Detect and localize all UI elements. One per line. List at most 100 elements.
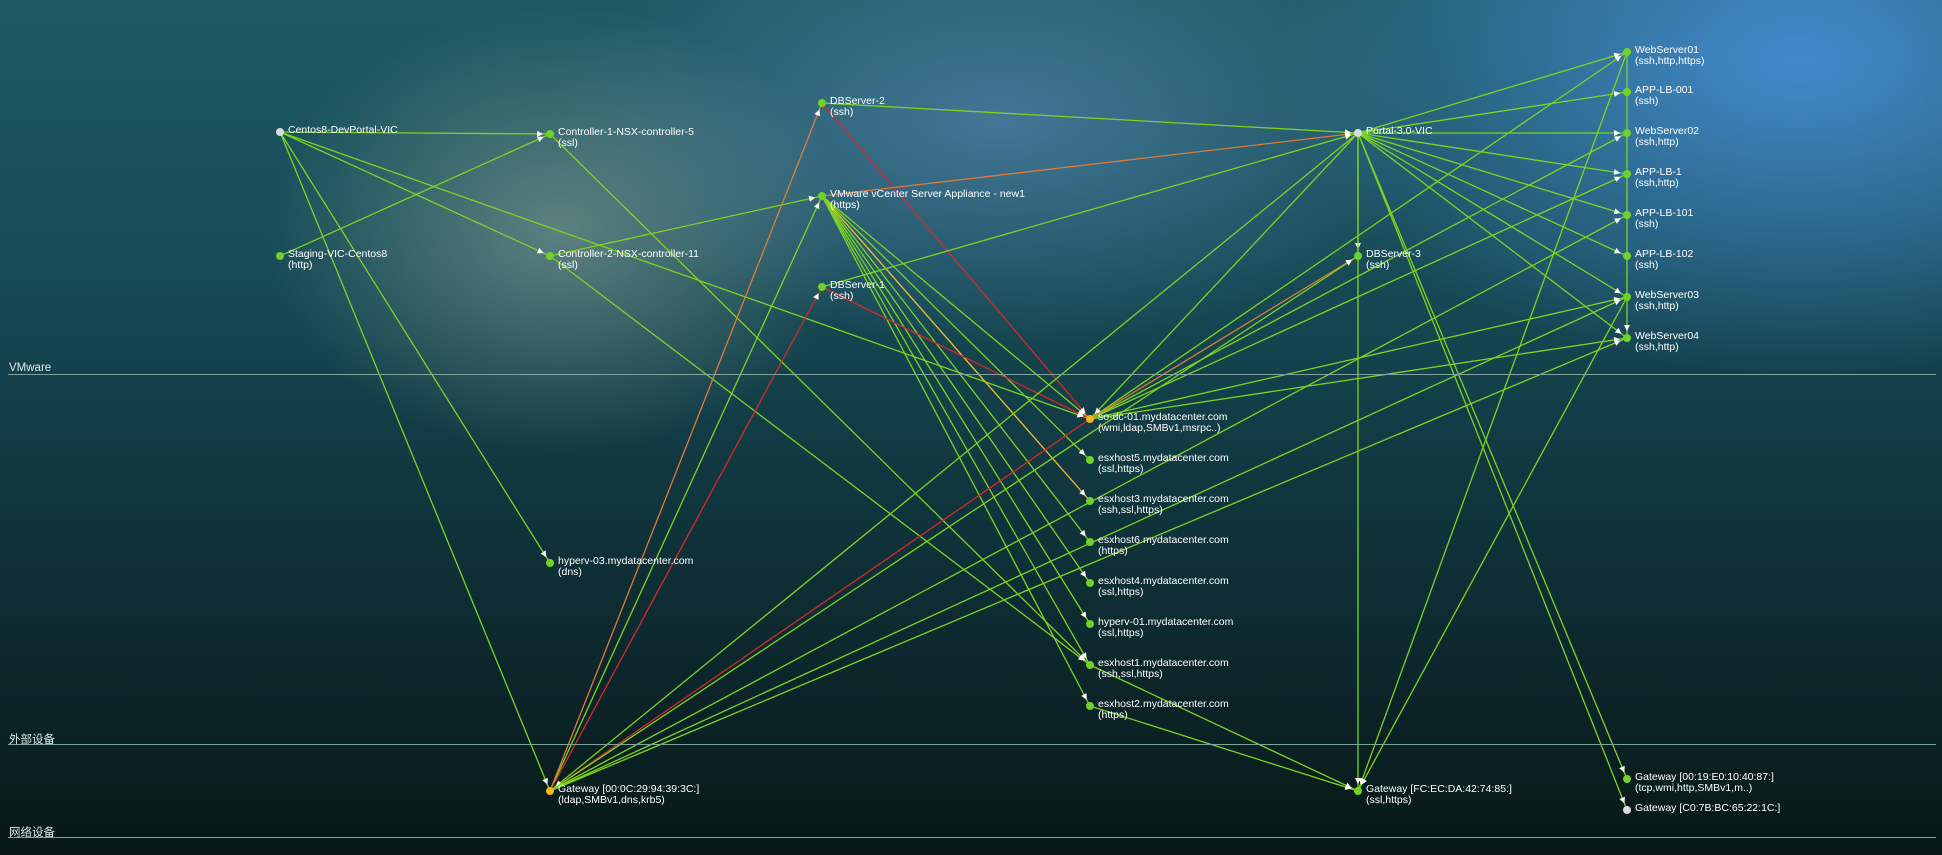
edge-centos8-hyperv03[interactable] [279,131,551,564]
edge-sodc01-applb1[interactable] [1089,173,1628,420]
edge-gw1-web04[interactable] [549,337,1628,792]
node-status-dot[interactable] [1623,48,1631,56]
edge-gw1-vcenter[interactable] [549,195,823,792]
edge-vcenter-portal[interactable] [821,132,1359,197]
node-status-dot[interactable] [1623,775,1631,783]
edge-centos8-ctrl2[interactable] [279,131,551,257]
edge-sodc01-gw1[interactable] [549,418,1091,792]
node-status-dot[interactable] [546,252,554,260]
node-status-dot[interactable] [1623,293,1631,301]
edge-dbserver2-portal[interactable] [821,102,1359,134]
node-status-dot[interactable] [1086,620,1094,628]
node-web04[interactable]: WebServer04(ssh,http) [1623,330,1699,353]
node-esx2[interactable]: esxhost2.mydatacenter.com(https) [1086,698,1229,721]
node-status-dot[interactable] [546,130,554,138]
edge-portal-gw4[interactable] [1357,132,1628,811]
edge-portal-sodc01[interactable] [1089,132,1359,420]
node-status-dot[interactable] [1623,88,1631,96]
edge-centos8-gw1[interactable] [279,131,551,792]
node-status-dot[interactable] [546,559,554,567]
node-esx1[interactable]: esxhost1.mydatacenter.com(ssh,ssl,https) [1086,657,1229,680]
node-applb1[interactable]: APP-LB-1(ssh,http) [1623,166,1682,189]
edge-gw1-dbserver3[interactable] [549,255,1359,792]
node-status-dot[interactable] [1086,456,1094,464]
node-status-dot[interactable] [1354,129,1362,137]
node-gw3[interactable]: Gateway [00:19:E0:10:40:87:](tcp,wmi,htt… [1623,771,1774,794]
node-status-dot[interactable] [1086,579,1094,587]
node-status-dot[interactable] [1623,211,1631,219]
node-status-dot[interactable] [546,787,554,795]
node-esx4[interactable]: esxhost4.mydatacenter.com(ssl,https) [1086,575,1229,598]
node-status-dot[interactable] [1623,806,1631,814]
edge-ctrl2-esx1[interactable] [549,255,1091,666]
node-status-dot[interactable] [1354,787,1362,795]
edge-centos8-ctrl1[interactable] [279,131,551,135]
edge-dbserver1-portal[interactable] [821,132,1359,288]
edge-web01-gw2[interactable] [1357,51,1628,792]
edge-portal-web03[interactable] [1357,132,1628,298]
node-ctrl1[interactable]: Controller-1-NSX-controller-5(ssl) [546,126,694,149]
edge-sodc01-web04[interactable] [1089,337,1628,420]
edge-vcenter-sodc01[interactable] [821,195,1091,420]
node-status-dot[interactable] [276,128,284,136]
node-dbserver2[interactable]: DBServer-2(ssh) [818,95,885,118]
node-web03[interactable]: WebServer03(ssh,http) [1623,289,1699,312]
edge-portal-gw1[interactable] [549,132,1359,792]
node-sodc01[interactable]: so-dc-01.mydatacenter.com(wmi,ldap,SMBv1… [1086,411,1228,434]
edge-sodc01-dbserver3[interactable] [1089,255,1359,420]
node-gw1[interactable]: Gateway [00:0C:29:94:39:3C:](ldap,SMBv1,… [546,783,699,806]
node-portal[interactable]: Portal-3.0-VIC [1354,125,1433,137]
node-status-dot[interactable] [1086,702,1094,710]
node-web01[interactable]: WebServer01(ssh,http,https) [1623,44,1704,67]
node-esx3[interactable]: esxhost3.mydatacenter.com(ssh,ssl,https) [1086,493,1229,516]
node-ctrl2[interactable]: Controller-2-NSX-controller-11(ssl) [546,248,699,271]
edge-vcenter-esx6[interactable] [821,195,1091,543]
node-status-dot[interactable] [818,283,826,291]
edge-portal-applb001[interactable] [1357,91,1628,134]
edge-portal-gw3[interactable] [1357,132,1628,780]
edge-web03-gw2[interactable] [1357,296,1628,792]
edge-dbserver1-sodc01[interactable] [821,286,1091,420]
node-dbserver1[interactable]: DBServer-1(ssh) [818,279,885,302]
edge-portal-applb102[interactable] [1357,132,1628,257]
node-applb001[interactable]: APP-LB-001(ssh) [1623,84,1694,107]
edge-vcenter-esx4[interactable] [821,195,1091,584]
edge-sodc01-web02[interactable] [1089,132,1628,420]
node-centos8[interactable]: Centos8-DevPortal-VIC [276,124,398,136]
node-web02[interactable]: WebServer02(ssh,http) [1623,125,1699,148]
edge-esx1-gw2[interactable] [1089,664,1359,792]
node-status-dot[interactable] [276,252,284,260]
edge-gw1-dbserver1[interactable] [549,286,823,792]
node-gw4[interactable]: Gateway [C0:7B:BC:65:22:1C:] [1623,802,1780,814]
edge-vcenter-esx5[interactable] [821,195,1091,461]
node-status-dot[interactable] [1086,415,1094,423]
edge-centos8-sodc01[interactable] [279,131,1091,420]
edge-vcenter-esx2[interactable] [821,195,1091,707]
node-status-dot[interactable] [1086,661,1094,669]
node-status-dot[interactable] [1354,252,1362,260]
edge-vcenter-hyperv01[interactable] [821,195,1091,625]
node-status-dot[interactable] [818,99,826,107]
node-vcenter[interactable]: VMware vCenter Server Appliance - new1(h… [818,188,1025,211]
edge-sodc01-web01[interactable] [1089,51,1628,420]
node-hyperv03[interactable]: hyperv-03.mydatacenter.com(dns) [546,555,694,578]
node-status-dot[interactable] [1623,334,1631,342]
edge-dbserver2-sodc01[interactable] [821,102,1091,420]
node-esx6[interactable]: esxhost6.mydatacenter.com(https) [1086,534,1229,557]
edge-vcenter-esx1[interactable] [821,195,1091,666]
edge-gw1-dbserver2[interactable] [549,102,823,792]
edge-portal-web01[interactable] [1357,51,1628,134]
edge-ctrl1-esx1[interactable] [549,133,1091,666]
node-applb102[interactable]: APP-LB-102(ssh) [1623,248,1694,271]
node-status-dot[interactable] [1623,252,1631,260]
edge-portal-applb101[interactable] [1357,132,1628,216]
edge-esx2-gw2[interactable] [1089,705,1359,792]
node-staging[interactable]: Staging-VIC-Centos8(http) [276,248,387,271]
node-applb101[interactable]: APP-LB-101(ssh) [1623,207,1694,230]
edge-portal-applb1[interactable] [1357,132,1628,175]
edge-vcenter-esx3[interactable] [821,195,1091,502]
edge-ctrl2-vcenter[interactable] [549,195,823,257]
node-status-dot[interactable] [1086,538,1094,546]
node-hyperv01[interactable]: hyperv-01.mydatacenter.com(ssl,https) [1086,616,1234,639]
